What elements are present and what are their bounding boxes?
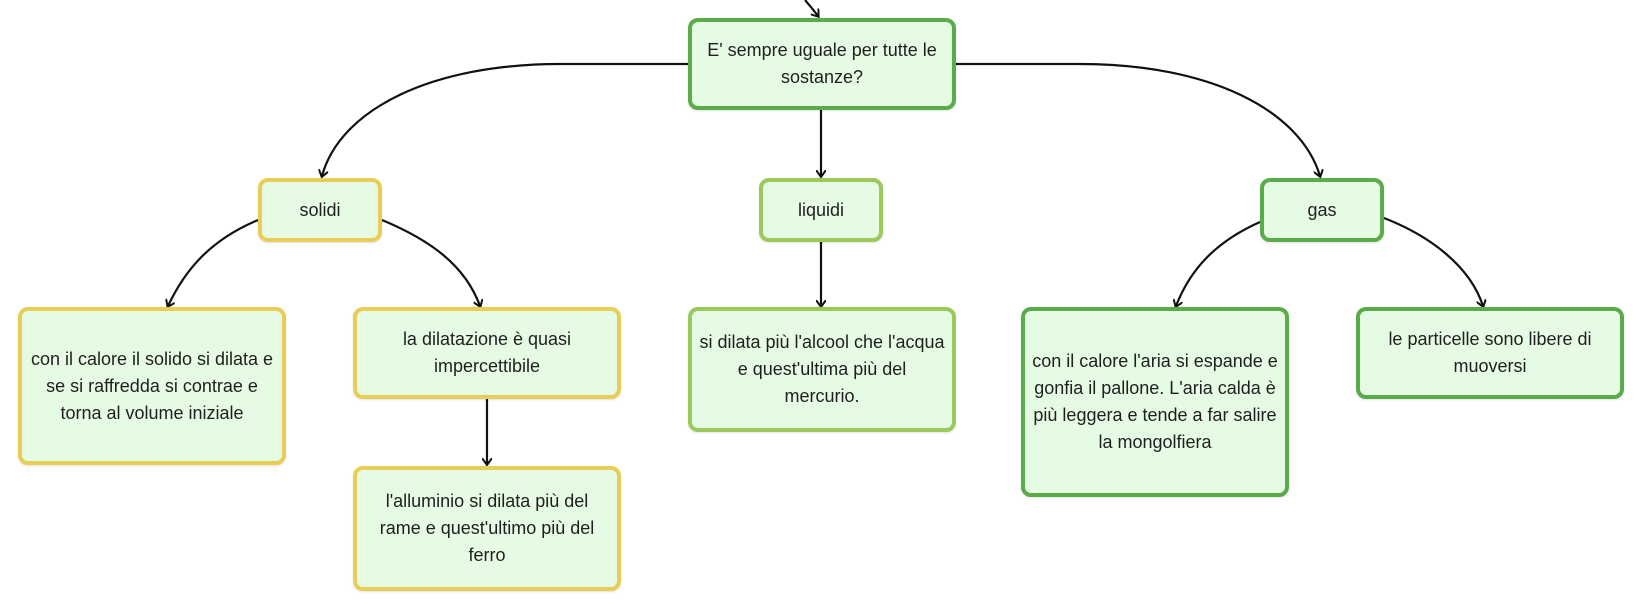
node-gas-particles-text: le particelle sono libere di muoversi (1388, 329, 1592, 376)
edge-incoming-root (804, 0, 818, 16)
node-liquid-comparison-text: si dilata più l'alcool che l'acqua e que… (699, 332, 945, 406)
node-liquidi-text: liquidi (797, 199, 845, 220)
node-solid-imperceptible-text: la dilatazione è quasi impercettibile (402, 329, 572, 376)
edge-solidi-solid-2 (381, 218, 480, 306)
node-gas[interactable]: gas (1260, 178, 1384, 242)
node-gas-particles[interactable]: le particelle sono libere di muoversi (1356, 307, 1624, 399)
node-solid-imperceptible[interactable]: la dilatazione è quasi impercettibile (353, 307, 621, 399)
node-gas-balloon-text: con il calore l'aria si espande e gonfia… (1032, 351, 1278, 452)
edge-solidi-solid-1 (168, 218, 259, 306)
edge-root-solidi (322, 62, 688, 176)
node-liquidi[interactable]: liquidi (759, 178, 883, 242)
node-liquid-comparison[interactable]: si dilata più l'alcool che l'acqua e que… (688, 307, 956, 432)
node-solid-metals[interactable]: l'alluminio si dilata più del rame e que… (353, 466, 621, 591)
node-root-text: E' sempre uguale per tutte le sostanze? (707, 40, 937, 87)
edge-gas-gas-1 (1176, 220, 1261, 306)
node-gas-text: gas (1307, 199, 1337, 220)
node-solidi-text: solidi (299, 199, 341, 220)
node-solid-metals-text: l'alluminio si dilata più del rame e que… (379, 491, 595, 565)
edge-root-gas (956, 62, 1320, 176)
node-solid-heat-expansion[interactable]: con il calore il solido si dilata e se s… (18, 307, 286, 465)
node-solid-heat-expansion-text: con il calore il solido si dilata e se s… (30, 348, 274, 423)
node-solidi[interactable]: solidi (258, 178, 382, 242)
node-root-question[interactable]: E' sempre uguale per tutte le sostanze? (688, 18, 956, 110)
node-gas-balloon[interactable]: con il calore l'aria si espande e gonfia… (1021, 307, 1289, 497)
edge-gas-gas-2 (1383, 216, 1483, 306)
